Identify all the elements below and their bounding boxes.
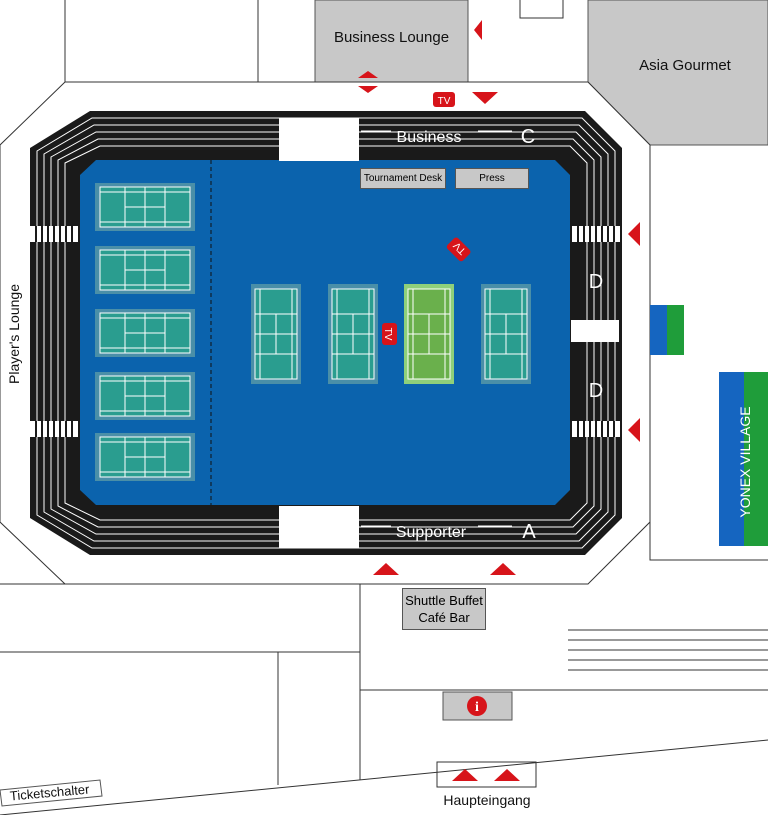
arrow-icon — [474, 20, 482, 40]
stand-label-business: Business — [397, 129, 462, 146]
arrow-icon — [358, 71, 378, 78]
warmup-court — [95, 246, 195, 294]
business-lounge-label: Business Lounge — [333, 29, 450, 46]
press-desk: Press — [455, 168, 529, 189]
shuttle-buffet: Shuttle Buffet Café Bar — [402, 588, 486, 630]
press-desk-label: Press — [479, 173, 505, 184]
stand-gap-top — [279, 118, 359, 161]
warmup-court — [95, 433, 195, 481]
warmup-court — [95, 183, 195, 231]
warmup-court — [95, 372, 195, 420]
warmup-courts — [95, 183, 195, 481]
arrow-icon — [628, 418, 640, 442]
yonex-village-blue — [719, 372, 744, 546]
info-icon-glyph: i — [475, 700, 479, 715]
arrow-icon — [358, 86, 378, 93]
arrow-icon — [373, 563, 399, 575]
tv-icon-top-label: TV — [438, 96, 451, 107]
ticketschalter-box — [0, 779, 103, 807]
main-entrance-frame — [436, 761, 537, 788]
yonex-kiosk-green — [667, 305, 684, 355]
tournament-desk-label: Tournament Desk — [363, 173, 443, 184]
yonex-village-green — [744, 372, 768, 546]
stand-gap-bottom — [279, 506, 359, 548]
arrow-icon — [628, 222, 640, 246]
yonex-kiosk-blue — [650, 305, 667, 355]
stand-block-a: A — [522, 521, 536, 543]
main-show-court — [404, 284, 454, 384]
tv-icon-floor-label: TV — [382, 328, 393, 341]
match-courts — [251, 284, 531, 384]
arrow-icon — [472, 92, 498, 104]
arrow-icon — [452, 769, 478, 781]
tv-icon-floor — [382, 323, 397, 345]
asia-gourmet-label: Asia Gourmet — [639, 57, 731, 74]
info-icon — [467, 696, 487, 716]
seating-rows — [36, 117, 616, 549]
stand-block-c: C — [521, 126, 535, 148]
business-lounge-building — [314, 0, 469, 83]
stand-block-d-lower: D — [589, 380, 603, 402]
warmup-court — [95, 309, 195, 357]
shuttle-buffet-label: Shuttle Buffet — [405, 593, 483, 608]
stand-block-d-upper: D — [589, 271, 603, 293]
yonex-village-label: YONEX VILLAGE — [737, 406, 753, 517]
match-court — [481, 284, 531, 384]
tournament-desk: Tournament Desk — [360, 168, 446, 189]
tv-icon-angled — [446, 237, 471, 262]
haupteingang-label: Haupteingang — [443, 792, 531, 808]
asia-gourmet-building — [587, 0, 768, 146]
players-lounge-label: Player's Lounge — [6, 284, 22, 384]
entrance-arrows — [358, 20, 640, 781]
match-court — [328, 284, 378, 384]
arrow-icon — [494, 769, 520, 781]
stand-gap-right — [571, 320, 619, 342]
cafe-bar-label: Café Bar — [418, 610, 470, 625]
match-court — [251, 284, 301, 384]
tv-icon-top — [433, 92, 455, 107]
arrow-icon — [490, 563, 516, 575]
stand-label-supporter: Supporter — [396, 524, 467, 541]
